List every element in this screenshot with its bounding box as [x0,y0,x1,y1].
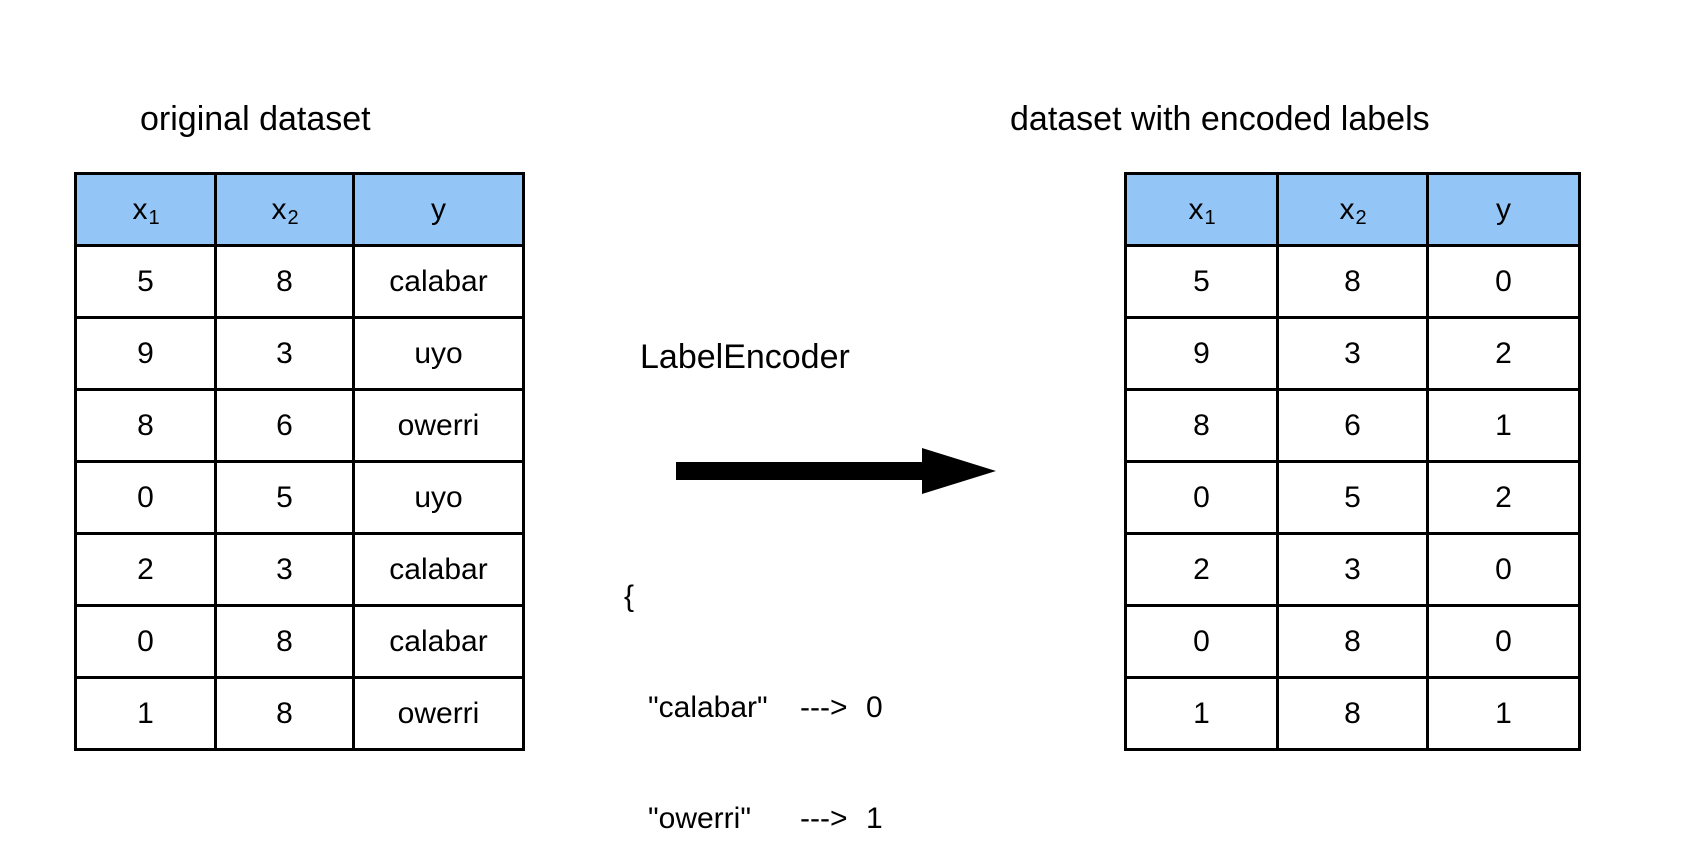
cell-x1: 8 [74,388,217,463]
right-arrow-icon [676,448,996,494]
label-mapping-block: { "calabar"--->0 "owerri"--->1 "uyo--->2… [624,504,883,848]
mapping-entry: "owerri" ---> 1 [624,800,883,837]
column-header-x1-label: x [1188,192,1204,226]
cell-x1: 0 [74,460,217,535]
table-row: 0 5 uyo [74,460,525,535]
column-header-x2-label: x [271,192,287,226]
cell-x2: 8 [214,604,355,679]
column-header-x1-subscript: 1 [148,206,160,229]
table-row: 8 6 owerri [74,388,525,463]
table-row: 1 8 1 [1124,676,1581,751]
cell-x1: 9 [1124,316,1279,391]
column-header-x2-subscript: 2 [287,206,299,229]
cell-y: calabar [352,532,525,607]
table-row: 9 3 2 [1124,316,1581,391]
cell-y: 2 [1426,460,1581,535]
cell-y: calabar [352,244,525,319]
cell-x2: 3 [214,532,355,607]
mapping-key: "calabar" [648,691,768,724]
cell-y: 2 [1426,316,1581,391]
mapping-key: "owerri" [648,802,751,835]
cell-x1: 0 [1124,604,1279,679]
column-header-x2-label: x [1339,192,1355,226]
cell-x2: 8 [1276,244,1429,319]
table-row: 8 6 1 [1124,388,1581,463]
cell-y: 0 [1426,244,1581,319]
cell-x1: 2 [1124,532,1279,607]
cell-x2: 3 [1276,316,1429,391]
cell-x1: 9 [74,316,217,391]
cell-x2: 3 [214,316,355,391]
cell-x2: 5 [214,460,355,535]
column-header-y-label: y [1496,192,1511,226]
column-header-y: y [1426,172,1581,247]
column-header-y: y [352,172,525,247]
column-header-x1: x1 [1124,172,1279,247]
original-dataset-table: x1 x2 y 5 8 calabar 9 3 uyo 8 6 owerri [74,172,525,751]
mapping-value: 1 [866,802,883,835]
table-row: 2 3 0 [1124,532,1581,607]
table-row: 0 8 calabar [74,604,525,679]
label-encoder-text: LabelEncoder [640,338,850,376]
cell-x1: 5 [1124,244,1279,319]
mapping-arrow-glyph: ---> [800,691,848,724]
cell-y: owerri [352,676,525,751]
cell-x2: 8 [214,244,355,319]
cell-x2: 8 [1276,604,1429,679]
mapping-open-brace: { [624,580,635,613]
table-header-row: x1 x2 y [1124,172,1581,247]
table-header-row: x1 x2 y [74,172,525,247]
column-header-x2-subscript: 2 [1355,206,1367,229]
cell-y: 1 [1426,676,1581,751]
cell-x1: 2 [74,532,217,607]
cell-x2: 8 [214,676,355,751]
cell-x1: 8 [1124,388,1279,463]
mapping-arrow-glyph: ---> [800,802,848,835]
encoded-dataset-table: x1 x2 y 5 8 0 9 3 2 8 6 1 0 5 [1124,172,1581,751]
cell-x1: 0 [74,604,217,679]
table-row: 2 3 calabar [74,532,525,607]
cell-x1: 1 [1124,676,1279,751]
cell-x1: 1 [74,676,217,751]
table-row: 5 8 0 [1124,244,1581,319]
mapping-value: 0 [866,691,883,724]
table-row: 5 8 calabar [74,244,525,319]
cell-x2: 8 [1276,676,1429,751]
cell-y: 0 [1426,604,1581,679]
column-header-x1-subscript: 1 [1204,206,1216,229]
cell-y: owerri [352,388,525,463]
table-row: 1 8 owerri [74,676,525,751]
cell-x2: 6 [214,388,355,463]
cell-x2: 3 [1276,532,1429,607]
right-table-title: dataset with encoded labels [1010,100,1430,138]
cell-y: calabar [352,604,525,679]
cell-x1: 5 [74,244,217,319]
column-header-x2: x2 [1276,172,1429,247]
column-header-y-label: y [431,192,446,226]
cell-x2: 5 [1276,460,1429,535]
cell-x1: 0 [1124,460,1279,535]
column-header-x1-label: x [132,192,148,226]
column-header-x1: x1 [74,172,217,247]
cell-y: uyo [352,316,525,391]
cell-y: 1 [1426,388,1581,463]
cell-x2: 6 [1276,388,1429,463]
table-row: 0 5 2 [1124,460,1581,535]
mapping-entry: "calabar" ---> 0 [624,689,883,726]
cell-y: 0 [1426,532,1581,607]
table-row: 0 8 0 [1124,604,1581,679]
table-row: 9 3 uyo [74,316,525,391]
left-table-title: original dataset [140,100,371,138]
column-header-x2: x2 [214,172,355,247]
cell-y: uyo [352,460,525,535]
